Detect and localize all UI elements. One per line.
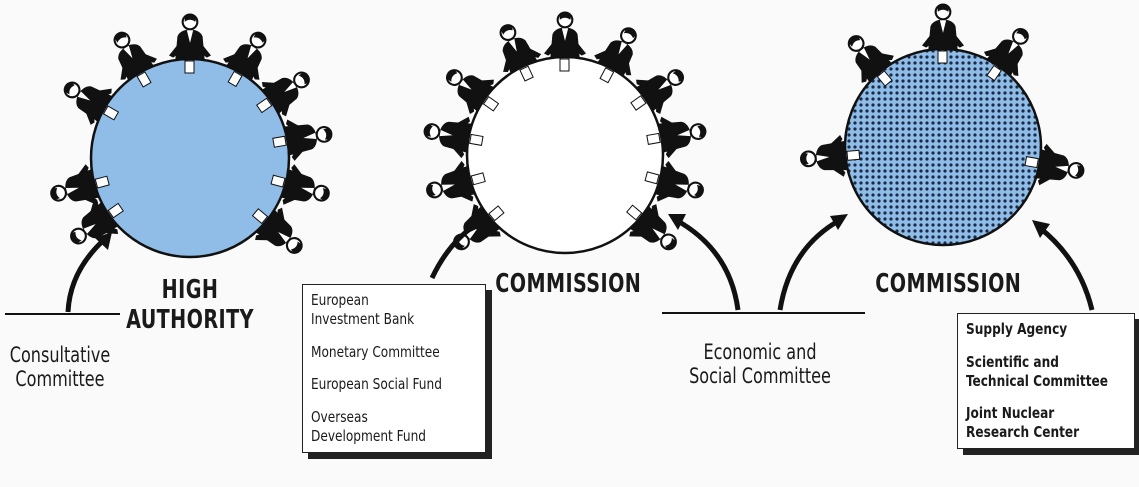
high-authority-title: HIGH AUTHORITY — [124, 275, 255, 336]
table-paper — [469, 133, 484, 146]
arrow-head-euratom-bodies — [1032, 220, 1050, 238]
table-paper — [488, 205, 505, 222]
high-authority-table-group — [5, 13, 337, 315]
table-paper — [599, 67, 615, 84]
euratom-body-scientific-committee: Scientific and Technical Committee — [966, 352, 1108, 390]
table-paper — [270, 174, 286, 188]
euratom-commission-table — [843, 47, 1043, 247]
euratom-commission-title: COMMISSION — [875, 269, 1022, 299]
eec-body-monetary-committee: Monetary Committee — [311, 342, 440, 361]
table-paper — [644, 171, 660, 185]
people-around-table-3 — [797, 3, 1089, 194]
arrow-consultative — [65, 236, 108, 313]
high-authority-title-line2: AUTHORITY — [126, 304, 254, 335]
high-authority-table — [89, 57, 291, 259]
table-paper — [272, 135, 287, 148]
table-paper — [646, 132, 661, 145]
table-paper — [470, 172, 486, 186]
table-paper — [937, 50, 948, 64]
eec-body-investment-bank: European Investment Bank — [311, 291, 415, 328]
table-paper — [876, 70, 893, 87]
euratom-body-research-center: Joint Nuclear Research Center — [966, 404, 1080, 441]
seated-person — [419, 108, 474, 160]
arrow-ecosoc-left — [674, 217, 741, 311]
eec-commission-title: COMMISSION — [495, 269, 642, 299]
seated-person — [542, 11, 588, 59]
seated-person — [920, 3, 966, 51]
seated-person — [167, 13, 213, 61]
table-paper — [519, 65, 534, 82]
table-paper — [846, 149, 861, 161]
arrow-ecosoc-right — [777, 217, 842, 311]
eec-commission-table-group — [419, 11, 865, 314]
table-paper — [1024, 156, 1039, 169]
high-authority-title-line1: HIGH — [161, 275, 219, 305]
table-paper — [251, 208, 269, 225]
ecosoc-label: Economic and Social Committee — [689, 340, 831, 389]
people-around-table-2 — [419, 11, 711, 264]
seated-person — [1034, 142, 1089, 194]
arrow-head-ecosoc-right — [830, 214, 848, 230]
table-paper — [559, 58, 570, 72]
arrow-head-eec-bodies — [470, 216, 488, 232]
euratom-bodies-box: Supply Agency Scientific and Technical C… — [957, 313, 1135, 449]
table-paper — [136, 71, 152, 88]
seated-person — [656, 108, 711, 160]
euratom-commission-table-group — [797, 3, 1095, 311]
eec-body-overseas-fund: Overseas Development Fund — [311, 408, 426, 445]
euratom-body-supply-agency: Supply Agency — [966, 320, 1068, 338]
table-paper — [184, 60, 195, 74]
consultative-committee-label: Consultative Committee — [9, 343, 111, 392]
eec-body-social-fund: European Social Fund — [311, 375, 442, 394]
people-around-table-1 — [44, 13, 337, 268]
eec-commission-table — [465, 55, 665, 255]
table-paper — [94, 175, 110, 189]
arrow-head-consultative — [95, 232, 112, 250]
eec-bodies-box: European Investment Bank Monetary Commit… — [302, 284, 486, 453]
seated-person — [797, 133, 849, 182]
table-paper — [630, 95, 647, 111]
table-paper — [626, 204, 643, 221]
seated-person — [282, 111, 337, 163]
table-paper — [107, 202, 124, 219]
table-paper — [256, 97, 273, 114]
arrow-euratom-bodies — [1038, 226, 1095, 311]
table-paper — [227, 70, 243, 88]
arrow-head-ecosoc-left — [668, 214, 686, 230]
table-paper — [102, 105, 120, 121]
table-paper — [986, 64, 1003, 82]
table-paper — [482, 95, 500, 112]
